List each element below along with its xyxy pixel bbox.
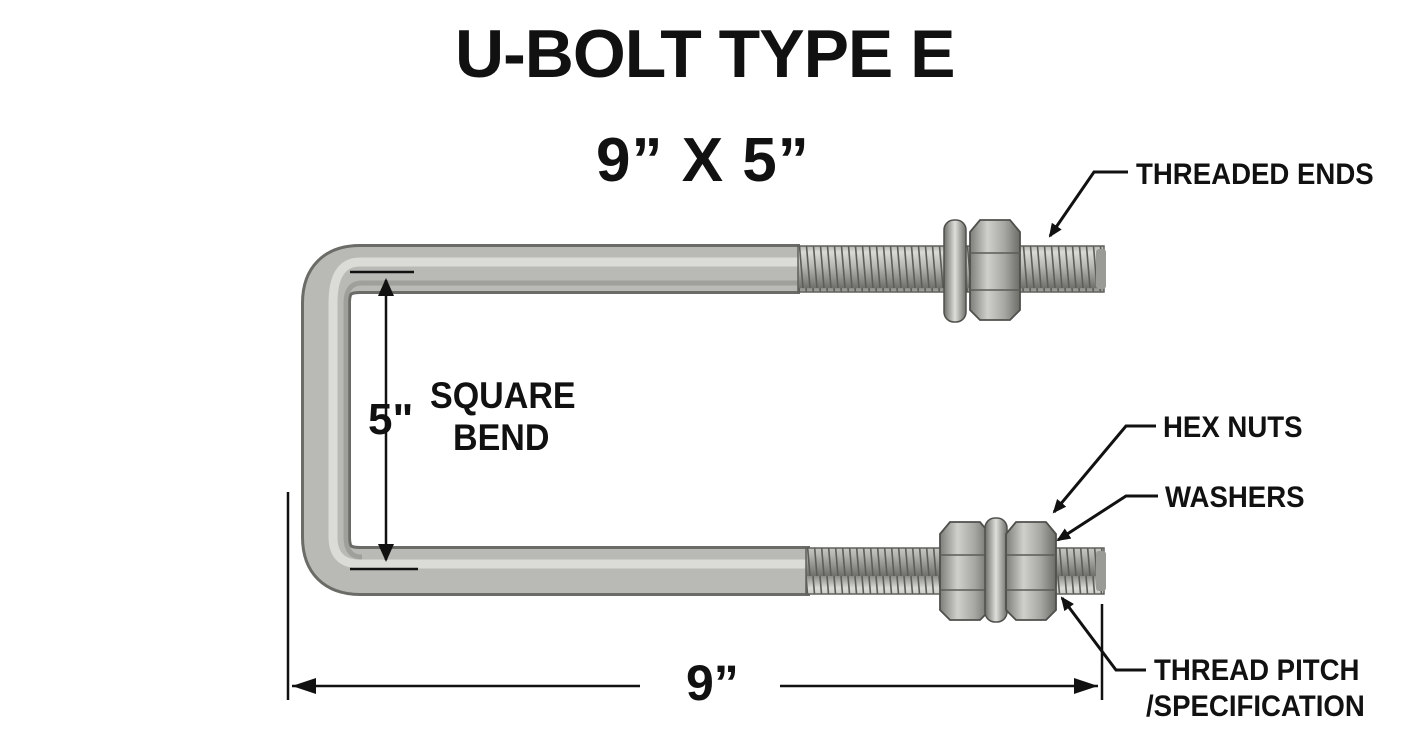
callout-thread-pitch-line2: /SPECIFICATION	[1146, 690, 1365, 723]
bottom-washer-icon	[984, 517, 1008, 623]
bottom-hex-nut-outer-icon	[1005, 521, 1057, 621]
callout-washers-arrow	[1056, 494, 1158, 542]
bend-dimension-line	[350, 270, 418, 571]
bend-dimension-value: 5"	[368, 395, 414, 444]
callout-thread-pitch-arrow	[1060, 596, 1146, 672]
callout-threaded-ends-arrow	[1048, 170, 1128, 238]
callout-thread-pitch-line1: THREAD PITCH	[1154, 654, 1360, 687]
top-hex-nut-icon	[969, 219, 1021, 321]
bottom-hex-nut-inner-icon	[939, 521, 991, 621]
top-washer-icon	[943, 219, 967, 323]
width-dimension-value: 9”	[686, 655, 739, 711]
ubolt-rod	[301, 244, 810, 596]
callout-hex-nuts: HEX NUTS	[1163, 411, 1303, 444]
width-dimension-line	[286, 492, 1104, 700]
bend-label-line2: BEND	[453, 417, 550, 458]
diagram-title: U-BOLT TYPE E	[455, 16, 956, 92]
size-label: 9” X 5”	[596, 126, 810, 195]
callout-hex-nuts-arrow	[1052, 424, 1156, 514]
callout-threaded-ends: THREADED ENDS	[1136, 158, 1374, 191]
bend-label-line1: SQUARE	[430, 375, 576, 416]
callout-washers: WASHERS	[1165, 481, 1305, 514]
